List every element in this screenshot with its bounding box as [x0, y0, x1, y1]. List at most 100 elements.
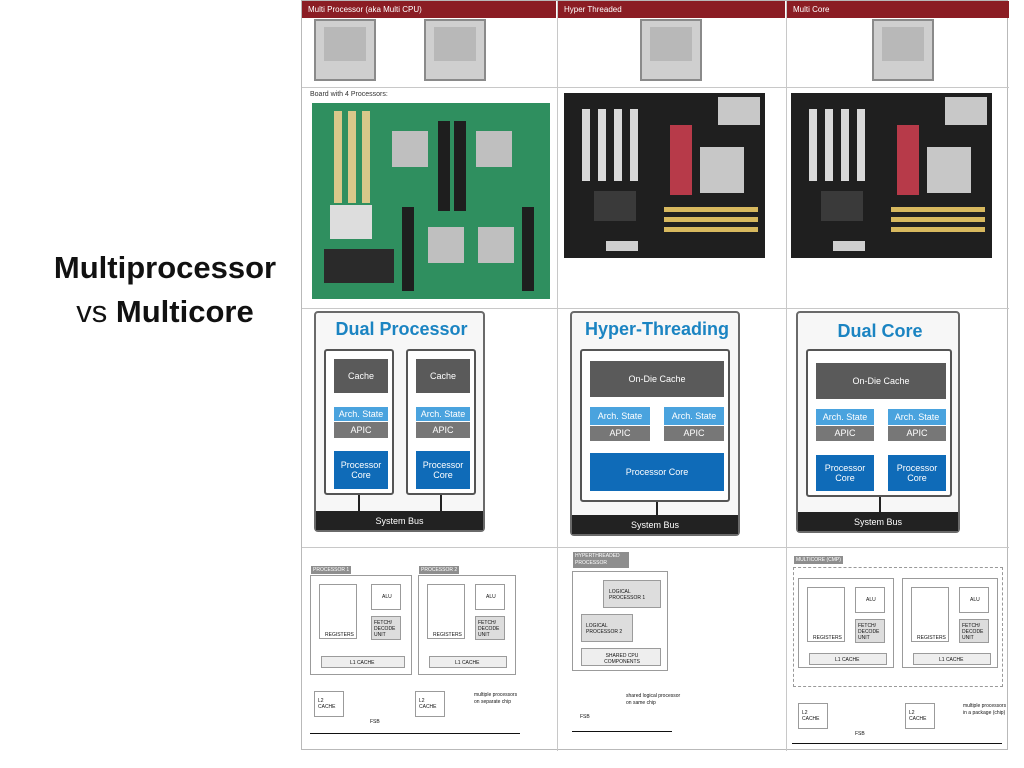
alu-label-2: ALU: [486, 594, 496, 600]
multicore-alu-1: ALU: [855, 587, 885, 613]
hyperthreading-title: Hyper-Threading: [584, 319, 730, 339]
header-multicore: Multi Core: [787, 1, 1009, 18]
row-divider-3: [302, 547, 1009, 548]
dual-core-bus-link: [879, 497, 881, 512]
hyperthreading-arch-state-1: Arch. State: [590, 407, 650, 425]
processor-2-arch-state: Arch. State: [416, 407, 470, 421]
schematic-registers-1: REGISTERS: [319, 584, 357, 639]
processor-1-arch-state: Arch. State: [334, 407, 388, 421]
registers-label-1: REGISTERS: [325, 632, 354, 638]
header-multiprocessor: Multi Processor (aka Multi CPU): [302, 1, 556, 18]
hyperthreading-bus-link: [656, 502, 658, 515]
hyperthreading-apic-2: APIC: [664, 426, 724, 441]
fsb-label-3: FSB: [855, 731, 865, 737]
processor-2-box: Cache Arch. State APIC Processor Core: [406, 349, 476, 495]
multicore-core-2: REGISTERS ALU FETCH/ DECODE UNIT L1 CACH…: [902, 578, 998, 668]
dual-core-on-die-cache: On-Die Cache: [816, 363, 946, 399]
fsb-label-2: FSB: [580, 714, 590, 720]
fetch-label-2: FETCH/ DECODE UNIT: [478, 620, 500, 638]
dual-core-processor-core-1: Processor Core: [816, 455, 874, 491]
logical-processor-2: LOGICAL PROCESSOR 2: [581, 614, 633, 642]
shared-cpu-components: SHARED CPU COMPONENTS: [581, 648, 661, 666]
bus-line-3: [792, 743, 1002, 744]
schematic-alu-2: ALU: [475, 584, 505, 610]
multicore-registers-1: REGISTERS: [807, 587, 845, 642]
multicore-l2-cache-1: L2 CACHE: [798, 703, 828, 729]
multicore-l1-cache-1: L1 CACHE: [809, 653, 887, 665]
schematic-processor-1-label: PROCESSOR 1: [311, 566, 352, 574]
processor-1-core: Processor Core: [334, 451, 388, 489]
title-multicore: Multicore: [115, 294, 254, 329]
board-label: Board with 4 Processors:: [310, 91, 388, 98]
cpu-chip-2: [424, 19, 486, 81]
schematic-l1-cache-2: L1 CACHE: [429, 656, 507, 668]
dual-core-apic-2: APIC: [888, 426, 946, 441]
board-hyperthreaded-image: [564, 93, 765, 258]
hyperthreading-system-bus: System Bus: [572, 515, 738, 534]
header-hyperthreaded: Hyper Threaded: [558, 1, 785, 18]
processor-2-cache: Cache: [416, 359, 470, 393]
hyperthreading-arch-state-2: Arch. State: [664, 407, 724, 425]
cpu-chip-mc: [872, 19, 934, 81]
multicore-registers-2: REGISTERS: [911, 587, 949, 642]
dual-core-processor-core-2: Processor Core: [888, 455, 946, 491]
multicore-l2-cache-2: L2 CACHE: [905, 703, 935, 729]
hyperthreading-apic-1: APIC: [590, 426, 650, 441]
schematic-multicore-package: MULTICORE (CMP) REGISTERS ALU FETCH/ DEC…: [793, 556, 1003, 687]
bus-line-2: [572, 731, 672, 732]
dual-core-arch-state-2: Arch. State: [888, 409, 946, 425]
dual-core-apic-1: APIC: [816, 426, 874, 441]
schematic-multicore-label: MULTICORE (CMP): [794, 556, 843, 564]
column-divider-2: [786, 1, 787, 751]
dual-processor-title: Dual Processor: [335, 319, 468, 339]
l1-label-1: L1 CACHE: [350, 660, 375, 666]
hyperthreading-processor-core: Processor Core: [590, 453, 724, 491]
schematic-l2-cache-2: L2 CACHE: [415, 691, 445, 717]
cpu-chip-ht: [640, 19, 702, 81]
schematic-processor-2-label: PROCESSOR 2: [419, 566, 460, 574]
registers-label-2: REGISTERS: [433, 632, 462, 638]
bus-line-1: [310, 733, 520, 734]
dual-processor-system-bus: System Bus: [316, 511, 483, 530]
board-multicore-image: [791, 93, 992, 258]
logical-processor-1: LOGICAL PROCESSOR 1: [603, 580, 661, 608]
processor-1-box: Cache Arch. State APIC Processor Core: [324, 349, 394, 495]
schematic-processor-2: PROCESSOR 2 REGISTERS ALU FETCH/ DECODE …: [418, 566, 516, 675]
hyperthreading-diagram: Hyper-Threading On-Die Cache Arch. State…: [570, 311, 740, 536]
schematic-l2-cache-1: L2 CACHE: [314, 691, 344, 717]
fetch-label-1: FETCH/ DECODE UNIT: [374, 620, 396, 638]
schematic-alu-1: ALU: [371, 584, 401, 610]
multicore-fetch-2: FETCH/ DECODE UNIT: [959, 619, 989, 643]
dual-core-diagram: Dual Core On-Die Cache Arch. State APIC …: [796, 311, 960, 533]
row-divider-1: [302, 87, 1009, 88]
processor-2-bus-link: [440, 495, 442, 511]
processor-1-bus-link: [358, 495, 360, 511]
cpu-chip-1: [314, 19, 376, 81]
schematic-registers-2: REGISTERS: [427, 584, 465, 639]
multicore-l1-cache-2: L1 CACHE: [913, 653, 991, 665]
processor-2-apic: APIC: [416, 422, 470, 438]
schematic-l1-cache-1: L1 CACHE: [321, 656, 405, 668]
hyperthreading-note: shared logical processor on same chip: [626, 693, 681, 706]
schematic-processor-1: PROCESSOR 1 REGISTERS ALU FETCH/ DECODE …: [310, 566, 412, 675]
multicore-fetch-1: FETCH/ DECODE UNIT: [855, 619, 885, 643]
multiprocessor-note: multiple processors on separate chip: [474, 692, 518, 705]
dual-core-processor-box: On-Die Cache Arch. State APIC Arch. Stat…: [806, 349, 952, 497]
title-vs: vs: [76, 294, 108, 329]
slide-title: Multiprocessor vs Multicore: [20, 246, 310, 334]
schematic-hyperthreaded: HYPERTHREADED PROCESSOR LOGICAL PROCESSO…: [572, 552, 668, 671]
dual-processor-diagram: Dual Processor Cache Arch. State APIC Pr…: [314, 311, 485, 532]
title-multiprocessor: Multiprocessor: [53, 250, 277, 285]
multicore-core-1: REGISTERS ALU FETCH/ DECODE UNIT L1 CACH…: [798, 578, 894, 668]
multicore-alu-2: ALU: [959, 587, 989, 613]
schematic-hyperthreaded-label: HYPERTHREADED PROCESSOR: [573, 552, 629, 568]
processor-1-cache: Cache: [334, 359, 388, 393]
schematic-fetch-2: FETCH/ DECODE UNIT: [475, 616, 505, 640]
hyperthreading-processor-box: On-Die Cache Arch. State APIC Arch. Stat…: [580, 349, 730, 502]
fsb-label-1: FSB: [370, 719, 380, 725]
board-4-processors-image: [312, 103, 550, 299]
processor-2-core: Processor Core: [416, 451, 470, 489]
comparison-grid: Multi Processor (aka Multi CPU) Hyper Th…: [301, 0, 1009, 751]
hyperthreading-on-die-cache: On-Die Cache: [590, 361, 724, 397]
dual-core-arch-state-1: Arch. State: [816, 409, 874, 425]
